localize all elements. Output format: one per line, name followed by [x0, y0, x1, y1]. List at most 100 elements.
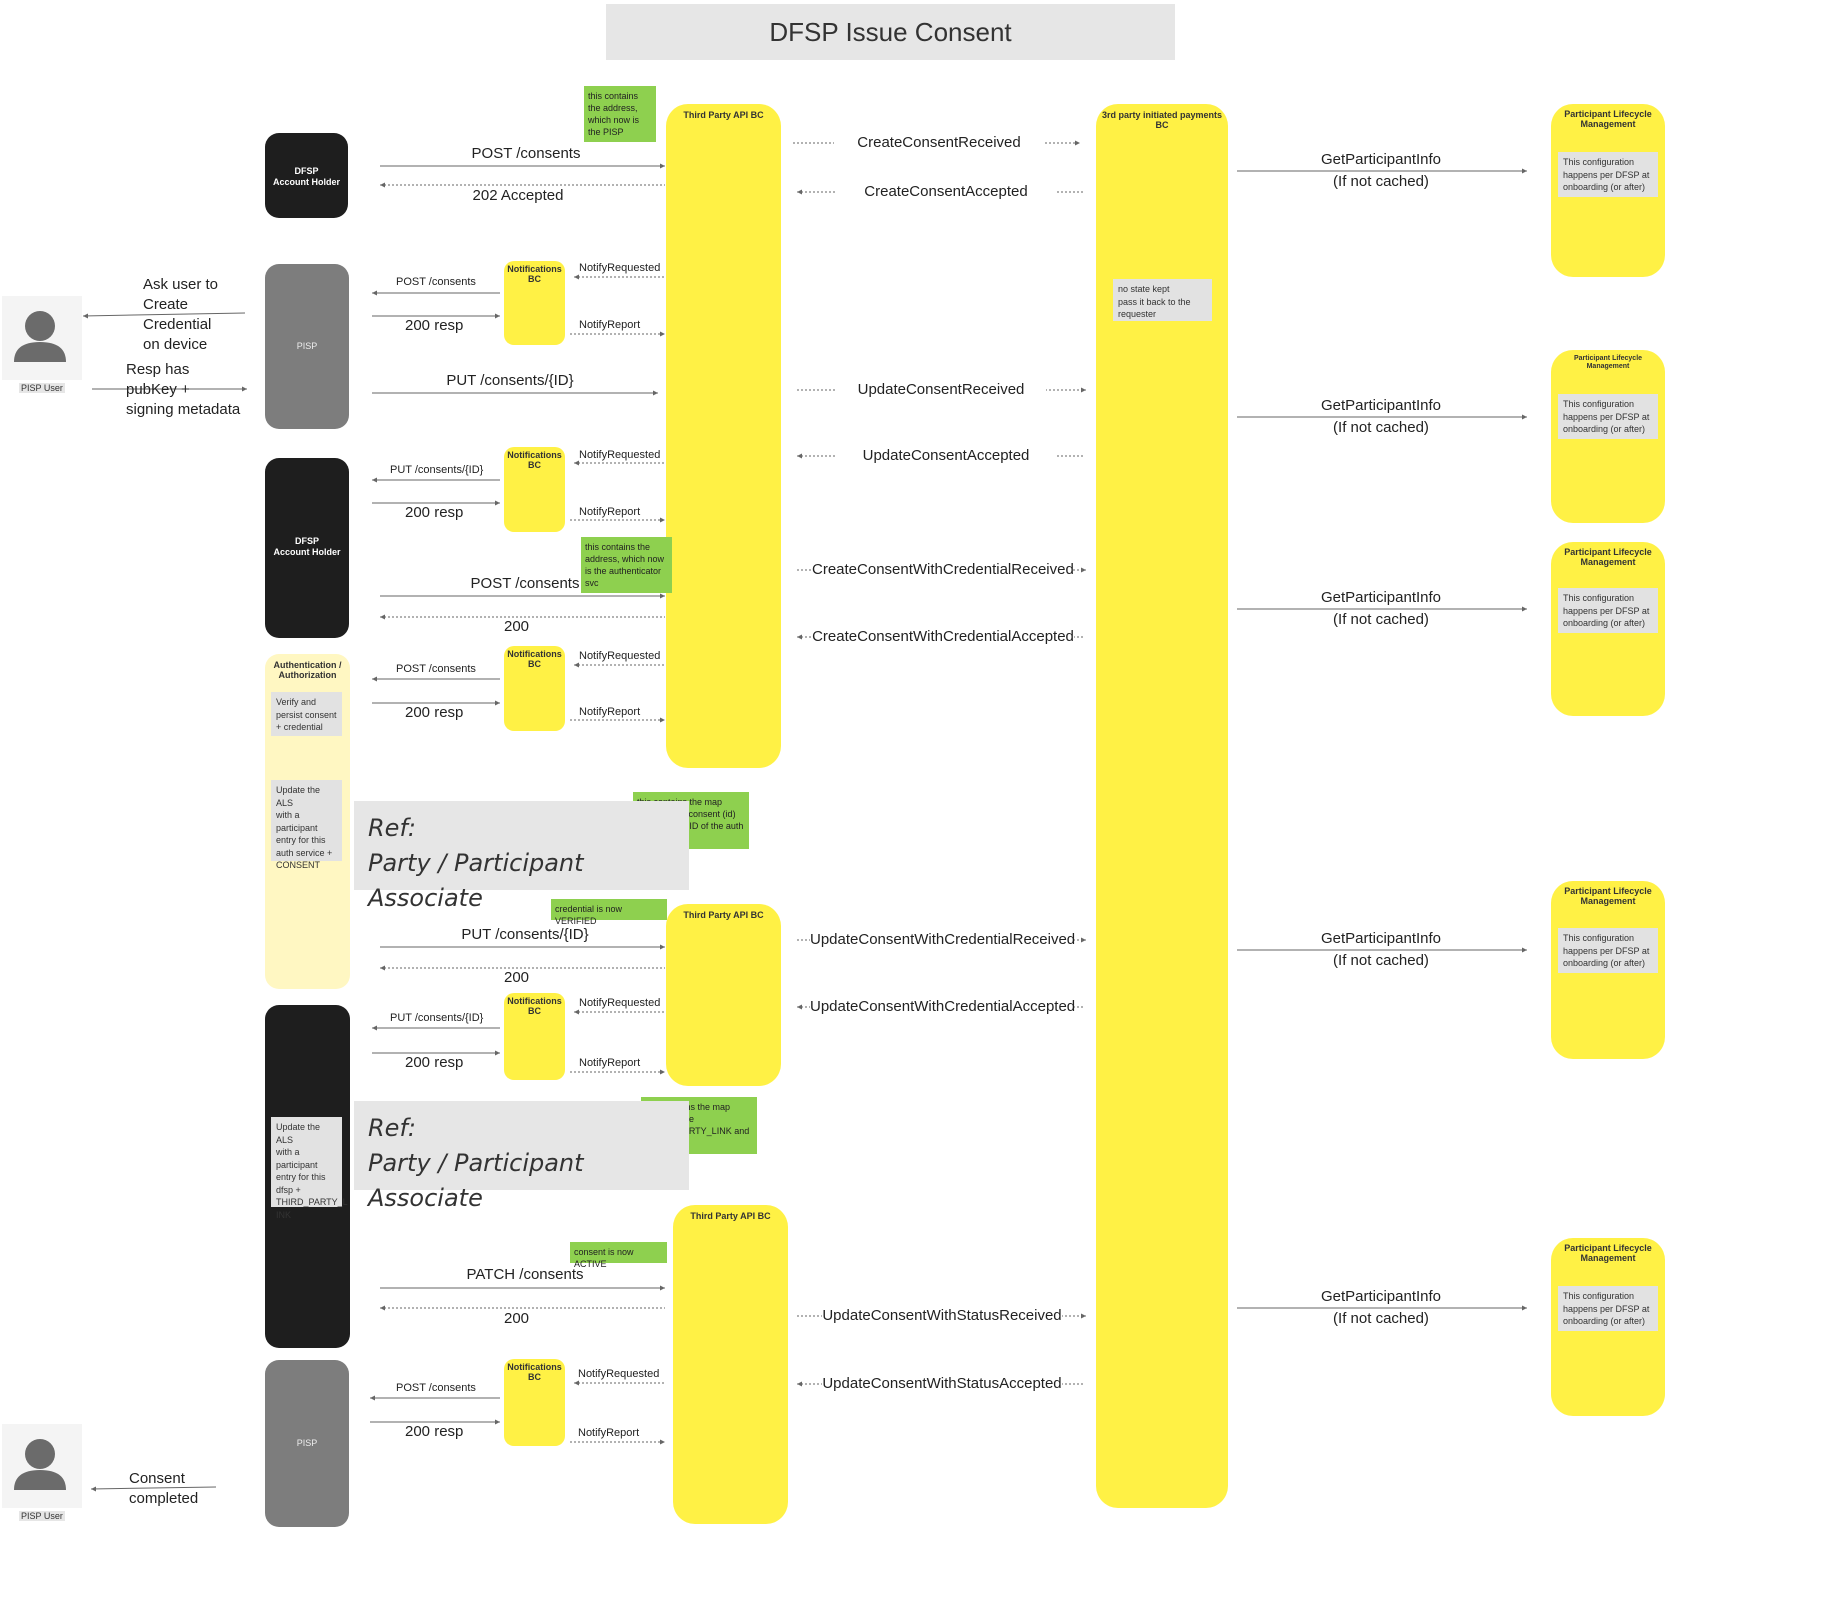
label-post-consents-notif-3: POST /consents — [396, 1382, 476, 1394]
config-note-1: This configuration happens per DFSP at o… — [1558, 152, 1658, 197]
dfsp-label: DFSP Account Holder — [272, 166, 340, 187]
label-202-accepted: 202 Accepted — [472, 187, 564, 204]
label-patch-consents: PATCH /consents — [466, 1266, 584, 1283]
label-200-3: 200 — [504, 1310, 530, 1327]
label-if-not-cached-2: (If not cached) — [1333, 419, 1429, 436]
diagram-title: DFSP Issue Consent — [606, 4, 1175, 60]
label-200-resp-5: 200 resp — [405, 1423, 464, 1440]
address-pisp-note: this contains the address, which now is … — [584, 86, 656, 142]
pisp-label: PISP — [296, 340, 318, 351]
third-party-api-bc-lane-2: Third Party API BC — [666, 904, 781, 1086]
label-put-consents-2: PUT /consents/{ID} — [461, 926, 589, 943]
third-party-api-bc-lane-3: Third Party API BC — [673, 1205, 788, 1524]
third-party-payments-bc-lane: 3rd party initiated payments BC — [1096, 104, 1228, 1508]
config-note-2: This configuration happens per DFSP at o… — [1558, 394, 1658, 439]
third-party-payments-label: 3rd party initiated payments BC — [1101, 110, 1223, 130]
label-notify-requested-2: NotifyRequested — [579, 449, 661, 461]
pisp-box-1: PISP — [265, 264, 349, 429]
label-create-cred-received: CreateConsentWithCredentialReceived — [812, 561, 1074, 579]
config-note-4: This configuration happens per DFSP at o… — [1558, 928, 1658, 973]
pisp-label: PISP — [296, 1437, 318, 1448]
pisp-user-label-top: PISP User — [19, 383, 65, 393]
notifications-bc-box-3: Notifications BC — [504, 646, 565, 731]
label-notify-requested-5: NotifyRequested — [578, 1368, 660, 1380]
label-200-resp-1: 200 resp — [405, 317, 464, 334]
no-state-note: no state kept pass it back to the reques… — [1113, 279, 1212, 321]
pisp-user-label-bottom: PISP User — [19, 1511, 65, 1521]
config-note-3: This configuration happens per DFSP at o… — [1558, 588, 1658, 633]
verify-persist-note: Verify and persist consent + credential — [271, 692, 342, 736]
arrow-consent-completed — [90, 1486, 217, 1490]
plm-label: Participant Lifecycle Management — [1564, 886, 1652, 906]
config-note-5: This configuration happens per DFSP at o… — [1558, 1286, 1658, 1331]
notifications-bc-box-2: Notifications BC — [504, 447, 565, 532]
plm-label: Participant Lifecycle Management — [1564, 547, 1652, 567]
label-if-not-cached-1: (If not cached) — [1333, 173, 1429, 190]
label-resp-has: Resp has pubKey + signing metadata — [126, 361, 241, 418]
cred-verified-note: credential is now VERIFIED — [551, 899, 667, 926]
label-notify-report-1: NotifyReport — [579, 319, 641, 331]
arrow-ask-user — [82, 312, 246, 317]
ref-prefix: Ref: — [368, 814, 416, 842]
label-200-resp-3: 200 resp — [405, 704, 464, 721]
third-party-api-bc-lane-1: Third Party API BC — [666, 104, 781, 768]
label-notify-requested-1: NotifyRequested — [579, 262, 661, 274]
label-get-participant-info-2: GetParticipantInfo — [1320, 397, 1442, 414]
dfsp-account-holder-box-1: DFSP Account Holder — [265, 133, 348, 218]
label-consent-completed: Consent completed — [129, 1470, 199, 1507]
label-create-cred-accepted: CreateConsentWithCredentialAccepted — [812, 628, 1074, 646]
label-create-consent-accepted: CreateConsentAccepted — [836, 183, 1056, 201]
label-get-participant-info-5: GetParticipantInfo — [1320, 1288, 1442, 1305]
plm-label: Participant Lifecycle Management — [1573, 355, 1643, 370]
label-create-consent-received: CreateConsentReceived — [834, 134, 1044, 152]
label-200-resp-4: 200 resp — [405, 1054, 464, 1071]
address-auth-note: this contains the address, which now is … — [581, 537, 672, 593]
label-notify-report-5: NotifyReport — [578, 1427, 640, 1439]
notifications-label: Notifications BC — [507, 996, 562, 1016]
third-party-api-label: Third Party API BC — [690, 1211, 771, 1221]
label-post-consents-1: POST /consents — [471, 145, 581, 162]
label-update-cred-received: UpdateConsentWithCredentialReceived — [810, 931, 1076, 949]
label-put-consents-notif-2: PUT /consents/{ID} — [390, 1012, 484, 1024]
pisp-box-2: PISP — [265, 1360, 349, 1527]
label-notify-requested-3: NotifyRequested — [579, 650, 661, 662]
notifications-label: Notifications BC — [507, 450, 562, 470]
ref-party-associate-2: Ref: Party / Participant Associate — [354, 1101, 689, 1212]
notifications-bc-box-4: Notifications BC — [504, 993, 565, 1080]
notifications-label: Notifications BC — [507, 1362, 562, 1382]
label-if-not-cached-4: (If not cached) — [1333, 952, 1429, 969]
label-put-consents-notif-1: PUT /consents/{ID} — [390, 464, 484, 476]
label-get-participant-info-3: GetParticipantInfo — [1320, 589, 1442, 606]
label-notify-report-3: NotifyReport — [579, 706, 641, 718]
label-200-2: 200 — [504, 969, 530, 986]
notifications-label: Notifications BC — [507, 264, 562, 284]
notifications-label: Notifications BC — [507, 649, 562, 669]
ref-name: Party / Participant Associate — [368, 849, 584, 912]
label-if-not-cached-5: (If not cached) — [1333, 1310, 1429, 1327]
label-ask-user: Ask user to Create Credential on device — [143, 276, 219, 353]
label-update-consent-received: UpdateConsentReceived — [836, 381, 1046, 399]
label-post-consents-notif-1: POST /consents — [396, 276, 476, 288]
dfsp-label: DFSP Account Holder — [273, 536, 341, 557]
third-party-api-label: Third Party API BC — [683, 910, 764, 920]
plm-label: Participant Lifecycle Management — [1564, 109, 1652, 129]
label-notify-requested-4: NotifyRequested — [579, 997, 661, 1009]
label-notify-report-2: NotifyReport — [579, 506, 641, 518]
update-als-dfsp-note: Update the ALS with a participant entry … — [271, 1117, 348, 1220]
third-party-api-label: Third Party API BC — [683, 110, 764, 120]
label-200-1: 200 — [504, 618, 530, 635]
label-get-participant-info-1: GetParticipantInfo — [1320, 151, 1442, 168]
label-if-not-cached-3: (If not cached) — [1333, 611, 1429, 628]
ref-party-associate-1: Ref: Party / Participant Associate — [354, 801, 689, 912]
dfsp-account-holder-box-2: DFSP Account Holder — [265, 458, 349, 638]
label-put-consents-1: PUT /consents/{ID} — [446, 372, 574, 389]
update-als-auth-note: Update the ALS with a participant entry … — [271, 780, 342, 870]
notifications-bc-box-1: Notifications BC — [504, 261, 565, 345]
label-update-status-accepted: UpdateConsentWithStatusAccepted — [822, 1375, 1062, 1393]
plm-label: Participant Lifecycle Management — [1564, 1243, 1652, 1263]
notifications-bc-box-5: Notifications BC — [504, 1359, 565, 1446]
label-update-consent-accepted: UpdateConsentAccepted — [836, 447, 1056, 465]
auth-label: Authentication / Authorization — [273, 660, 342, 680]
